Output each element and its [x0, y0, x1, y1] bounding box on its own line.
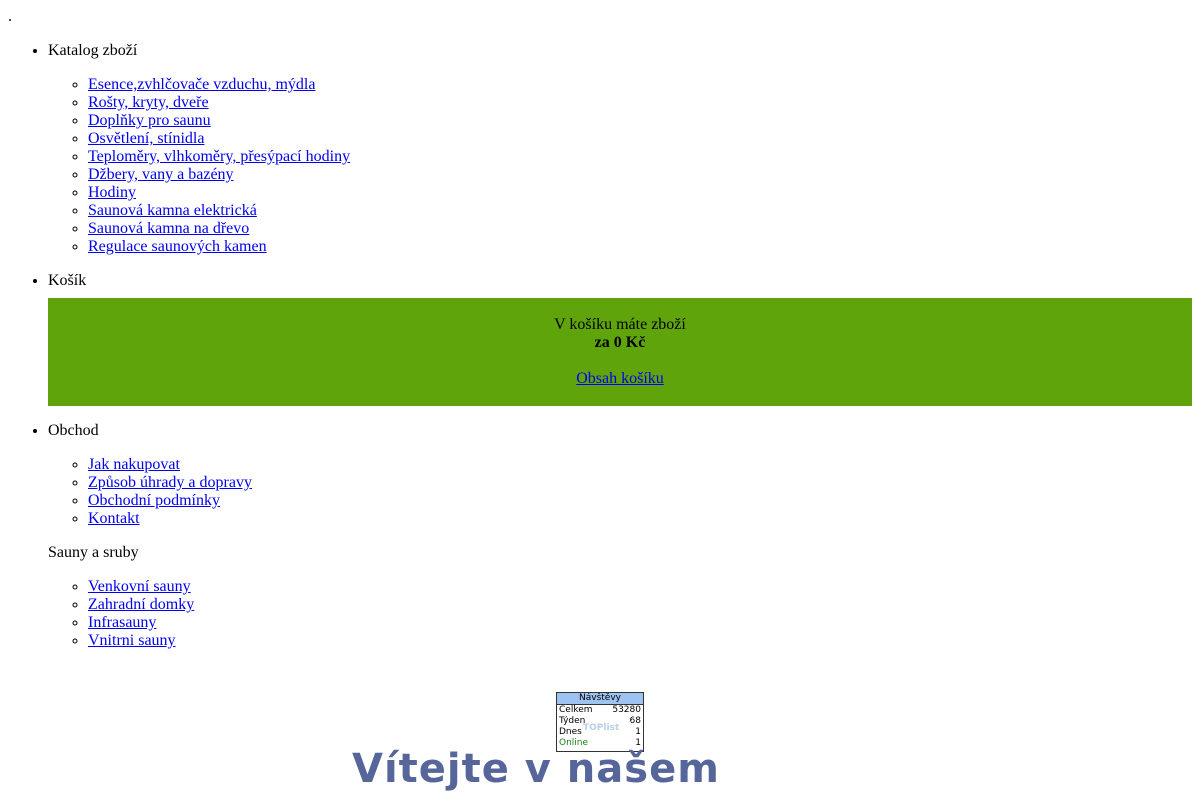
list-item: Zahradní domky [88, 596, 1192, 614]
sauna-link-infrasauna[interactable]: Infrasauny [88, 614, 157, 631]
counter-label: Týden [559, 716, 586, 726]
catalog-link-clocks[interactable]: Hodiny [88, 184, 136, 201]
counter-row-today: Dnes 1 [557, 727, 643, 738]
shop-link-terms[interactable]: Obchodní podmínky [88, 492, 220, 509]
list-item: Doplňky pro saunu [88, 112, 1192, 130]
shop-link-payment[interactable]: Způsob úhrady a dopravy [88, 474, 252, 491]
list-item: Teploměry, vlhkoměry, přesýpací hodiny [88, 148, 1192, 166]
counter-row-week: Týden 68 [557, 716, 643, 727]
list-item: Regulace saunových kamen [88, 238, 1192, 256]
counter-value: 1 [635, 727, 641, 737]
list-item: Saunová kamna na dřevo [88, 220, 1192, 238]
counter-label: Celkem [559, 705, 593, 715]
catalog-link-electric-stoves[interactable]: Saunová kamna elektrická [88, 202, 257, 219]
cart-link-wrapper: Obsah košíku [48, 370, 1192, 388]
welcome-banner: Vítejte v našem [352, 746, 720, 792]
cart-box: V košíku máte zboží za 0 Kč Obsah košíku [48, 298, 1192, 406]
catalog-link-regulation[interactable]: Regulace saunových kamen [88, 238, 267, 255]
catalog-title: Katalog zboží [48, 42, 138, 59]
sauna-link-outdoor[interactable]: Venkovní sauny [88, 578, 191, 595]
catalog-link-tubs[interactable]: Džbery, vany a bazény [88, 166, 234, 183]
catalog-section: Katalog zboží Esence,zvhlčovače vzduchu,… [48, 42, 1192, 256]
counter-row-total: Celkem 53280 [557, 705, 643, 716]
shop-link-how-to-buy[interactable]: Jak nakupovat [88, 456, 180, 473]
list-item: Hodiny [88, 184, 1192, 202]
list-item: Infrasauny [88, 614, 1192, 632]
counter-value: 53280 [612, 705, 641, 715]
shop-section: Obchod Jak nakupovat Způsob úhrady a dop… [48, 422, 1192, 650]
sidebar-menu: Katalog zboží Esence,zvhlčovače vzduchu,… [8, 42, 1192, 666]
catalog-link-thermometers[interactable]: Teploměry, vlhkoměry, přesýpací hodiny [88, 148, 351, 165]
list-item: Kontakt [88, 510, 1192, 528]
list-item: Jak nakupovat [88, 456, 1192, 474]
counter-value: 1 [635, 738, 641, 748]
counter-label: Online [559, 738, 589, 748]
shop-list: Jak nakupovat Způsob úhrady a dopravy Ob… [48, 456, 1192, 528]
list-item: Esence,zvhlčovače vzduchu, mýdla [88, 76, 1192, 94]
cart-contents-link[interactable]: Obsah košíku [576, 370, 664, 387]
cart-title: Košík [48, 272, 87, 289]
sauna-link-indoor[interactable]: Vnitrni sauny [88, 632, 176, 649]
list-item: Saunová kamna elektrická [88, 202, 1192, 220]
cart-message: V košíku máte zboží [554, 316, 686, 333]
top-dot: . [8, 8, 12, 25]
cart-section: Košík V košíku máte zboží za 0 Kč Obsah … [48, 272, 1192, 406]
catalog-link-grates[interactable]: Rošty, kryty, dveře [88, 94, 209, 111]
saunas-title: Sauny a sruby [48, 544, 139, 561]
counter-value: 68 [629, 716, 641, 726]
catalog-list: Esence,zvhlčovače vzduchu, mýdla Rošty, … [48, 76, 1192, 256]
list-item: Rošty, kryty, dveře [88, 94, 1192, 112]
sauna-link-garden-houses[interactable]: Zahradní domky [88, 596, 195, 613]
cart-total: za 0 Kč [594, 334, 646, 351]
shop-link-contact[interactable]: Kontakt [88, 510, 140, 527]
shop-title: Obchod [48, 422, 99, 439]
counter-label: Dnes [559, 727, 582, 737]
counter-header: Návštěvy [557, 693, 643, 705]
catalog-link-lighting[interactable]: Osvětlení, stínidla [88, 130, 205, 147]
visit-counter[interactable]: Návštěvy Celkem 53280 Týden 68 Dnes 1 On… [556, 692, 644, 752]
counter-row-online: Online 1 [557, 738, 643, 749]
catalog-link-accessories[interactable]: Doplňky pro saunu [88, 112, 211, 129]
list-item: Obchodní podmínky [88, 492, 1192, 510]
list-item: Osvětlení, stínidla [88, 130, 1192, 148]
saunas-list: Venkovní sauny Zahradní domky Infrasauny… [48, 578, 1192, 650]
list-item: Venkovní sauny [88, 578, 1192, 596]
catalog-link-wood-stoves[interactable]: Saunová kamna na dřevo [88, 220, 250, 237]
list-item: Vnitrni sauny [88, 632, 1192, 650]
list-item: Způsob úhrady a dopravy [88, 474, 1192, 492]
catalog-link-essences[interactable]: Esence,zvhlčovače vzduchu, mýdla [88, 76, 316, 93]
list-item: Džbery, vany a bazény [88, 166, 1192, 184]
